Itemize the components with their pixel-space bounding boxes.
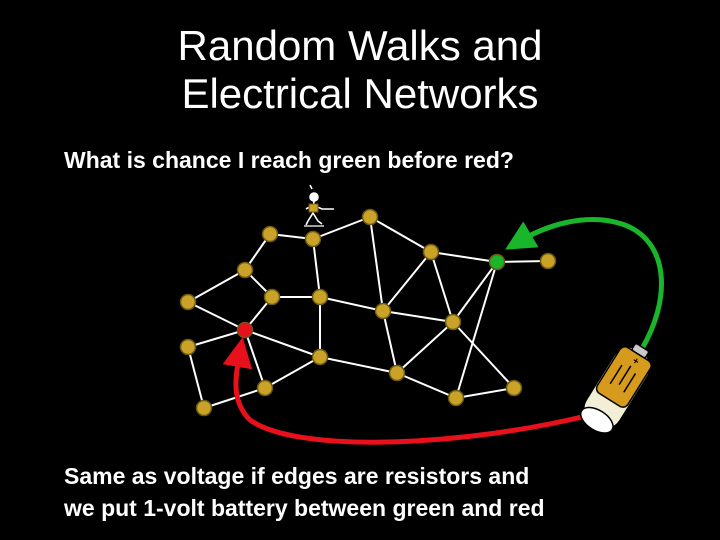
network-node	[505, 379, 523, 397]
network-node	[304, 230, 322, 248]
footnote-text: Same as voltage if edges are resistors a…	[64, 460, 545, 524]
network-edge	[187, 329, 246, 348]
node-group	[179, 208, 557, 417]
network-node	[311, 348, 329, 366]
network-edge	[187, 269, 246, 303]
network-edge	[369, 216, 384, 312]
svg-text:+: +	[630, 356, 643, 367]
network-edge	[244, 329, 266, 389]
network-edge	[430, 251, 454, 323]
network-node	[422, 243, 440, 261]
network-edge	[187, 346, 205, 409]
network-node	[388, 364, 406, 382]
network-edge	[455, 261, 498, 399]
title-line-2: Electrical Networks	[181, 70, 539, 117]
network-node	[256, 379, 274, 397]
network-edge	[369, 216, 432, 253]
network-edge	[312, 238, 321, 298]
network-edge	[312, 216, 371, 240]
network-edge	[430, 251, 498, 263]
battery-icon: +	[579, 343, 652, 434]
red-node	[236, 321, 254, 339]
network-node	[447, 389, 465, 407]
network-edge	[264, 356, 321, 389]
network-node	[311, 288, 329, 306]
network-edge	[382, 310, 398, 374]
network-node	[179, 338, 197, 356]
network-node	[374, 302, 392, 320]
network-edge	[496, 260, 549, 263]
network-node	[236, 261, 254, 279]
network-edge	[382, 251, 432, 312]
red-wire	[222, 337, 593, 445]
network-edge	[396, 321, 454, 374]
network-edge	[203, 387, 266, 409]
network-node	[444, 313, 462, 331]
network-edge	[382, 310, 454, 323]
footnote-line-2: we put 1-volt battery between green and …	[64, 495, 545, 521]
stick-figure-icon	[304, 184, 334, 227]
footnote-line-1: Same as voltage if edges are resistors a…	[64, 463, 530, 489]
slide-title: Random Walks and Electrical Networks	[0, 22, 720, 118]
network-edge	[452, 321, 515, 389]
network-edge	[396, 372, 457, 399]
title-line-1: Random Walks and	[177, 22, 543, 69]
network-edge	[319, 296, 384, 312]
network-edge	[455, 387, 515, 399]
network-node	[261, 225, 279, 243]
edge-group	[187, 216, 549, 409]
question-text: What is chance I reach green before red?	[64, 147, 514, 173]
green-wire	[505, 216, 664, 355]
network-node	[539, 252, 557, 270]
network-edge	[244, 329, 321, 358]
network-node	[195, 399, 213, 417]
network-edge	[187, 301, 246, 331]
network-node	[263, 288, 281, 306]
green-node	[488, 253, 506, 271]
network-node	[179, 293, 197, 311]
network-edge	[319, 356, 398, 374]
network-node	[361, 208, 379, 226]
network-edge	[452, 261, 498, 323]
